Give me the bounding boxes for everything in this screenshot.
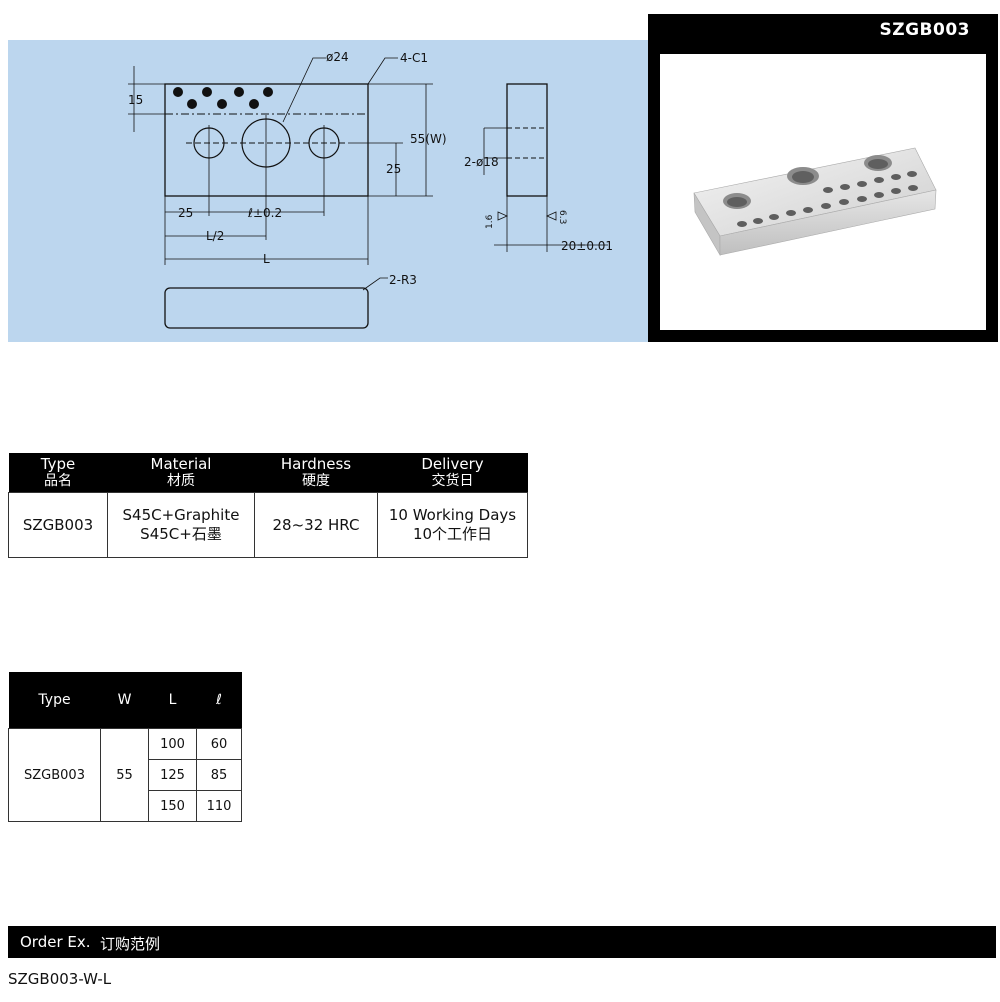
graphite-plugs [173,87,273,109]
top-view-outline [164,83,369,197]
width-label: 55(W) [410,132,447,146]
spec-hardness-cell: 28~32 HRC [254,492,378,558]
roughness-63-label: 6.3 [557,210,567,224]
order-title-en: Order Ex. [20,933,91,951]
thickness-label: 20±0.01 [561,239,613,253]
product-photo-frame: SZGB003 [648,14,998,342]
size-header-type: Type [8,672,101,729]
length-label: L [263,252,270,266]
c1-label: 4-C1 [400,51,428,65]
side-view-outline [506,83,548,197]
order-title-cn: 订购范例 [100,935,161,953]
roughness-16-label: 1.6 [485,214,495,229]
order-example-bar: Order Ex. 订购范例 [8,926,996,958]
size-header-l: L [148,672,197,729]
size-l-cell: 125 [148,759,197,791]
size-l-cell: 150 [148,790,197,822]
size-l-cell: 100 [148,728,197,760]
size-pitch-cell: 110 [196,790,242,822]
size-table: Type W L ℓ SZGB003 55 100 60 125 85 150 … [8,672,242,822]
dia24-label: ø24 [326,50,349,64]
dia18-label: 2-ø18 [464,155,499,169]
size-pitch-cell: 85 [196,759,242,791]
table-row: 125 85 [9,759,242,791]
pitch-label: ℓ±0.2 [247,206,282,220]
product-code-title: SZGB003 [879,20,970,40]
r3-label: 2-R3 [389,273,417,287]
dim-25-h-label: 25 [178,206,193,220]
size-w-cell: 55 [100,728,149,822]
dim-25-v-label: 25 [386,162,401,176]
size-header-pitch: ℓ [196,672,242,729]
spec-type-cell: SZGB003 [8,492,108,558]
dim-15-label: 15 [128,93,143,107]
size-header-w: W [100,672,149,729]
table-row: 150 110 [9,790,242,822]
size-type-cell: SZGB003 [8,728,101,822]
size-pitch-cell: 60 [196,728,242,760]
technical-drawing: 15 ø24 4-C1 55(W) 25 25 ℓ±0.2 L/2 L 2-ø1… [8,40,650,342]
half-length-label: L/2 [206,229,224,243]
order-example-code: SZGB003-W-L [8,970,112,988]
product-render [660,54,986,330]
end-view-outline [164,287,369,329]
table-row: SZGB003 55 100 60 [8,728,242,822]
